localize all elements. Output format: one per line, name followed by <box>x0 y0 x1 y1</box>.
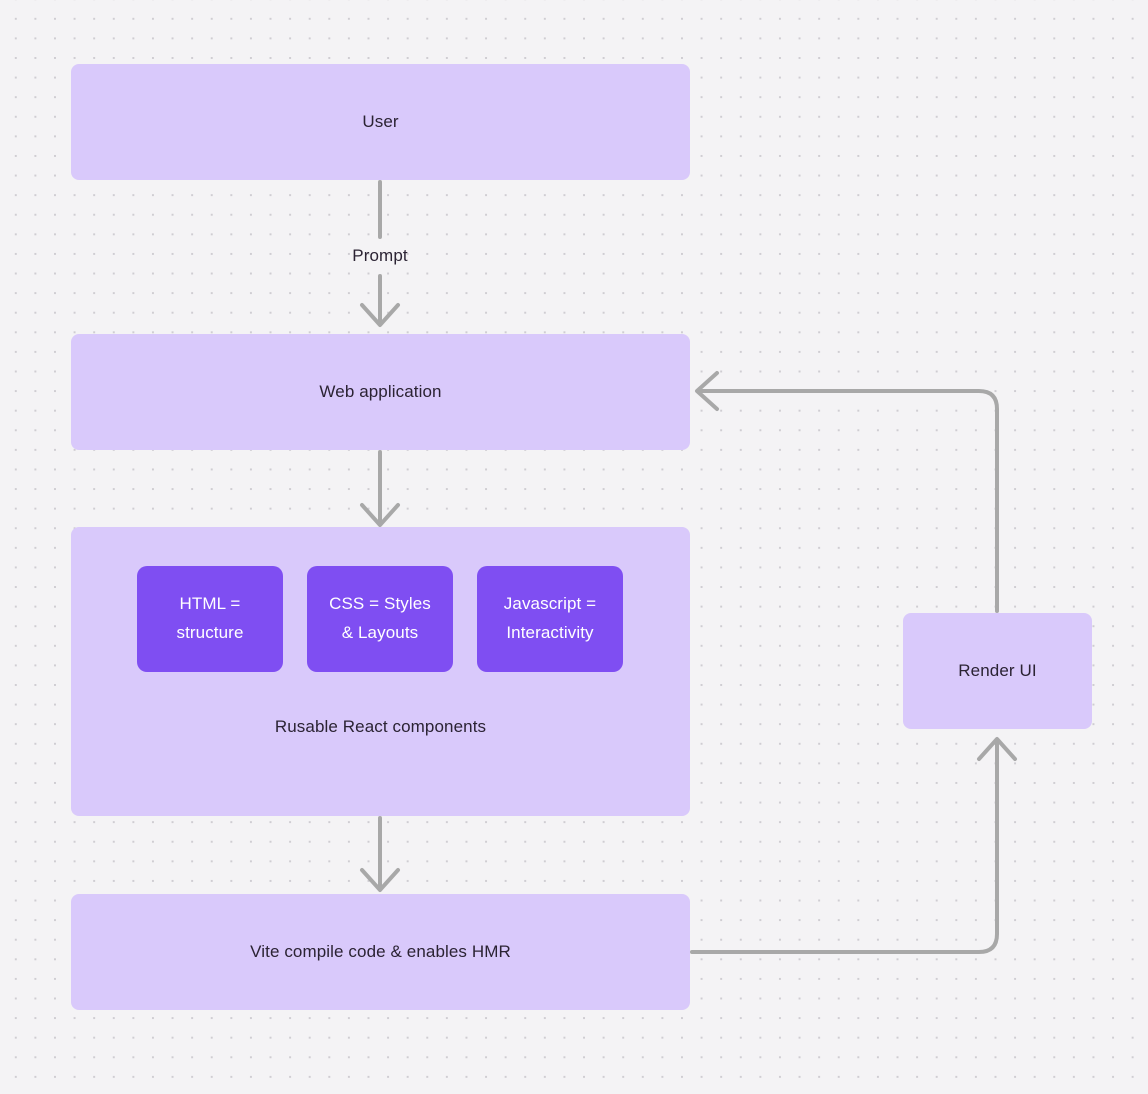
node-web-application[interactable]: Web application <box>71 334 690 450</box>
node-vite-label: Vite compile code & enables HMR <box>250 941 511 961</box>
chip-html-label: HTML = structure <box>176 594 244 642</box>
node-react-components-group[interactable]: HTML = structure CSS = Styles & Layouts … <box>71 527 690 816</box>
edge-label-prompt: Prompt <box>352 246 408 265</box>
chip-css-label: CSS = Styles & Layouts <box>329 594 431 642</box>
edge-components-to-vite <box>360 816 400 892</box>
edge-render-to-webapp <box>695 371 999 613</box>
node-user-label: User <box>362 111 399 131</box>
node-render-ui-label: Render UI <box>958 660 1037 680</box>
node-web-application-label: Web application <box>319 381 442 401</box>
chip-html[interactable]: HTML = structure <box>137 566 283 672</box>
chip-javascript[interactable]: Javascript = Interactivity <box>477 566 623 672</box>
node-react-components-label: Rusable React components <box>274 717 487 736</box>
edge-webapp-to-components <box>360 450 400 527</box>
node-vite[interactable]: Vite compile code & enables HMR <box>71 894 690 1010</box>
edge-vite-to-render <box>690 737 1017 954</box>
chip-row: HTML = structure CSS = Styles & Layouts … <box>137 566 623 672</box>
node-render-ui[interactable]: Render UI <box>903 613 1092 729</box>
chip-javascript-label: Javascript = Interactivity <box>503 594 597 642</box>
chip-css[interactable]: CSS = Styles & Layouts <box>307 566 453 672</box>
node-user[interactable]: User <box>71 64 690 180</box>
